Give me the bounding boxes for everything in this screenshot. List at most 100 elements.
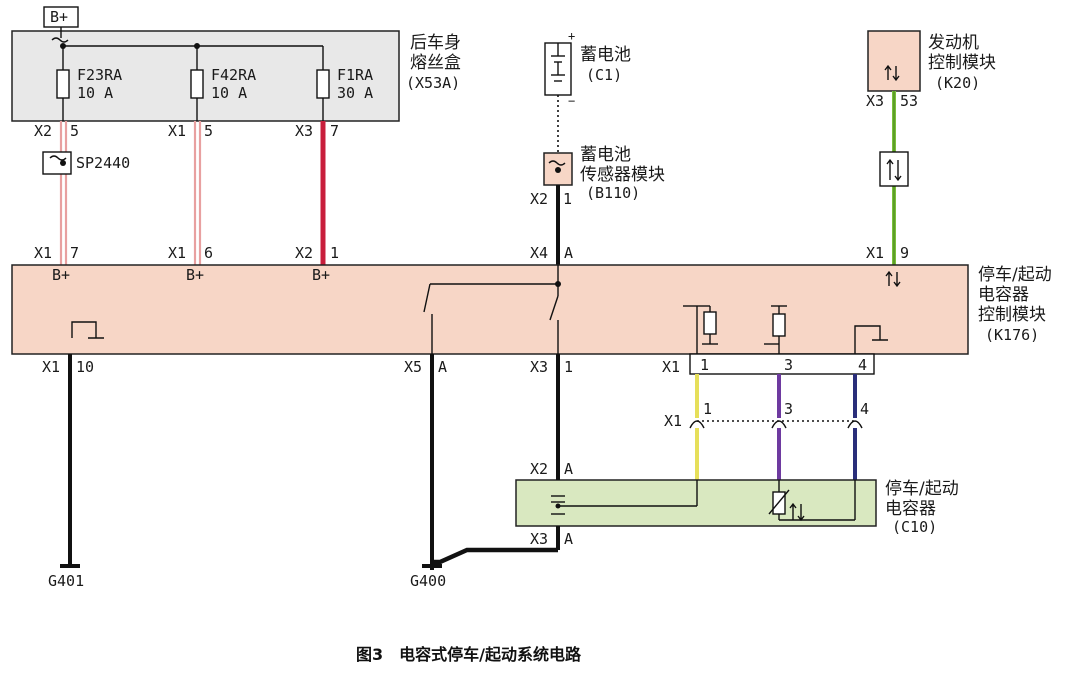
ecm-name: 发动机 bbox=[928, 33, 979, 53]
k176-bot-pin3-pin: 1 bbox=[564, 358, 573, 376]
ground-g400: G400 bbox=[410, 564, 446, 590]
k176-switch2-blade bbox=[549, 295, 559, 321]
capacitor-c10: 停车/起动 电容器 (C10) X2 A X3 A bbox=[515, 460, 959, 548]
fuse-box: F23RA 10 A F42RA 10 A F1RA 30 A 后车身 熔丝盒 … bbox=[11, 30, 461, 122]
k176-top-pin4-pin: A bbox=[564, 244, 573, 262]
fuse3-pin: 7 bbox=[330, 122, 339, 140]
fuse1-conn: X2 bbox=[34, 122, 52, 140]
capacitor-bot-conn: X3 bbox=[530, 530, 548, 548]
sensor-pin: 1 bbox=[563, 190, 572, 208]
k176-bot-pin1-pin: 10 bbox=[76, 358, 94, 376]
capacitor-name2: 电容器 bbox=[885, 499, 936, 519]
cap-thermistor-slash bbox=[768, 489, 790, 515]
fuse1-name: F23RA bbox=[77, 66, 122, 84]
k176-switch1-blade bbox=[423, 283, 431, 313]
k176-x1-connector: X1 1 3 4 bbox=[662, 353, 875, 376]
splice-symbol bbox=[49, 155, 67, 161]
fuse3-conn: X3 bbox=[295, 122, 313, 140]
fuse-box-name: 后车身 bbox=[410, 33, 461, 53]
k176-box bbox=[11, 264, 969, 355]
k176-top-pin3-pin: 1 bbox=[330, 244, 339, 262]
fuse3-name: F1RA bbox=[337, 66, 373, 84]
capacitor-box bbox=[515, 479, 877, 527]
sensor-name: 蓄电池 bbox=[580, 145, 631, 165]
k176-res1 bbox=[703, 311, 717, 335]
x1-connector-pin4: 4 bbox=[858, 356, 867, 374]
k176-top-pin2-pin: 6 bbox=[204, 244, 213, 262]
k176-top-pin5-pin: 9 bbox=[900, 244, 909, 262]
battery-sensor-module: 蓄电池 传感器模块 (B110) X2 1 bbox=[530, 145, 665, 208]
k176-top-pin2-conn: X1 bbox=[168, 244, 186, 262]
capacitor-top-pin: A bbox=[564, 460, 573, 478]
k176-top-pin3-label: B+ bbox=[312, 266, 330, 284]
battery-code: (C1) bbox=[586, 66, 622, 84]
battery-minus: − bbox=[568, 94, 575, 108]
serial-data-gateway bbox=[879, 151, 909, 187]
k176-top-pin1-label: B+ bbox=[52, 266, 70, 284]
ecm-code: (K20) bbox=[935, 74, 980, 92]
g400-label: G400 bbox=[410, 572, 446, 590]
fuse1-rating: 10 A bbox=[77, 84, 113, 102]
wire-f42ra bbox=[193, 121, 202, 265]
figure-caption: 图3 电容式停车/起动系统电路 bbox=[356, 645, 582, 664]
splice-sp2440: SP2440 bbox=[42, 151, 130, 175]
k176-bot-pin3-conn: X3 bbox=[530, 358, 548, 376]
gateway-arrow-icon bbox=[886, 158, 902, 182]
splice-label: SP2440 bbox=[76, 154, 130, 172]
k176-code: (K176) bbox=[985, 326, 1039, 344]
battery: + − 蓄电池 (C1) bbox=[544, 29, 631, 108]
battery-name: 蓄电池 bbox=[580, 45, 631, 65]
k176-res2 bbox=[772, 313, 786, 337]
bplus-tag: B+ bbox=[43, 6, 79, 38]
fuse-box-name2: 熔丝盒 bbox=[410, 53, 461, 73]
ecm-data-icon bbox=[884, 64, 900, 82]
fuse1-symbol bbox=[56, 69, 70, 99]
k176-top-pin3-conn: X2 bbox=[295, 244, 313, 262]
fuse2-name: F42RA bbox=[211, 66, 256, 84]
inline-conn-label: X1 bbox=[664, 412, 682, 430]
g401-label: G401 bbox=[48, 572, 84, 590]
k176-top-pin1-pin: 7 bbox=[70, 244, 79, 262]
capacitor-code: (C10) bbox=[892, 518, 937, 536]
capacitor-top-conn: X2 bbox=[530, 460, 548, 478]
sensor-symbol bbox=[548, 160, 566, 166]
capacitor-bot-pin: A bbox=[564, 530, 573, 548]
k176-data-icon bbox=[885, 270, 901, 288]
k176-bot-pin1-conn: X1 bbox=[42, 358, 60, 376]
inline-pin4-label: 4 bbox=[860, 400, 869, 418]
k176-top-pin5-conn: X1 bbox=[866, 244, 884, 262]
k176-bot-pin2-pin: A bbox=[438, 358, 447, 376]
wire-c10-to-g400 bbox=[432, 547, 558, 565]
x1-connector-conn: X1 bbox=[662, 358, 680, 376]
k176-name2: 电容器 bbox=[978, 285, 1029, 305]
cap-data-icon bbox=[789, 502, 805, 522]
inline-pin3-symbol bbox=[771, 420, 787, 429]
splice-node bbox=[60, 160, 66, 166]
inline-pin1-label: 1 bbox=[703, 400, 712, 418]
k176-top-pin1-conn: X1 bbox=[34, 244, 52, 262]
sensor-conn: X2 bbox=[530, 190, 548, 208]
k176-top-pin2-label: B+ bbox=[186, 266, 204, 284]
capacitor-name: 停车/起动 bbox=[885, 479, 959, 499]
inline-connector: X1 1 3 4 bbox=[664, 400, 869, 430]
ecm-name2: 控制模块 bbox=[928, 53, 996, 73]
fuse1-pin: 5 bbox=[70, 122, 79, 140]
ecm-box bbox=[867, 30, 921, 92]
x1-connector-pin1: 1 bbox=[700, 356, 709, 374]
ecm-conn: X3 bbox=[866, 92, 884, 110]
inline-pin4-symbol bbox=[847, 420, 863, 429]
fuse3-rating: 30 A bbox=[337, 84, 373, 102]
k176-name3: 控制模块 bbox=[978, 305, 1046, 325]
fuse2-rating: 10 A bbox=[211, 84, 247, 102]
ecm-pin: 53 bbox=[900, 92, 918, 110]
x1-connector-pin3: 3 bbox=[784, 356, 793, 374]
k176-internal-ground-left bbox=[71, 321, 104, 339]
sensor-code: (B110) bbox=[586, 184, 640, 202]
fuse3-symbol bbox=[316, 69, 330, 99]
fuse2-symbol bbox=[190, 69, 204, 99]
fuse-box-code: (X53A) bbox=[406, 74, 460, 92]
ground-g401: G401 bbox=[48, 564, 84, 590]
k176-name: 停车/起动 bbox=[978, 265, 1052, 285]
sensor-node bbox=[555, 167, 561, 173]
